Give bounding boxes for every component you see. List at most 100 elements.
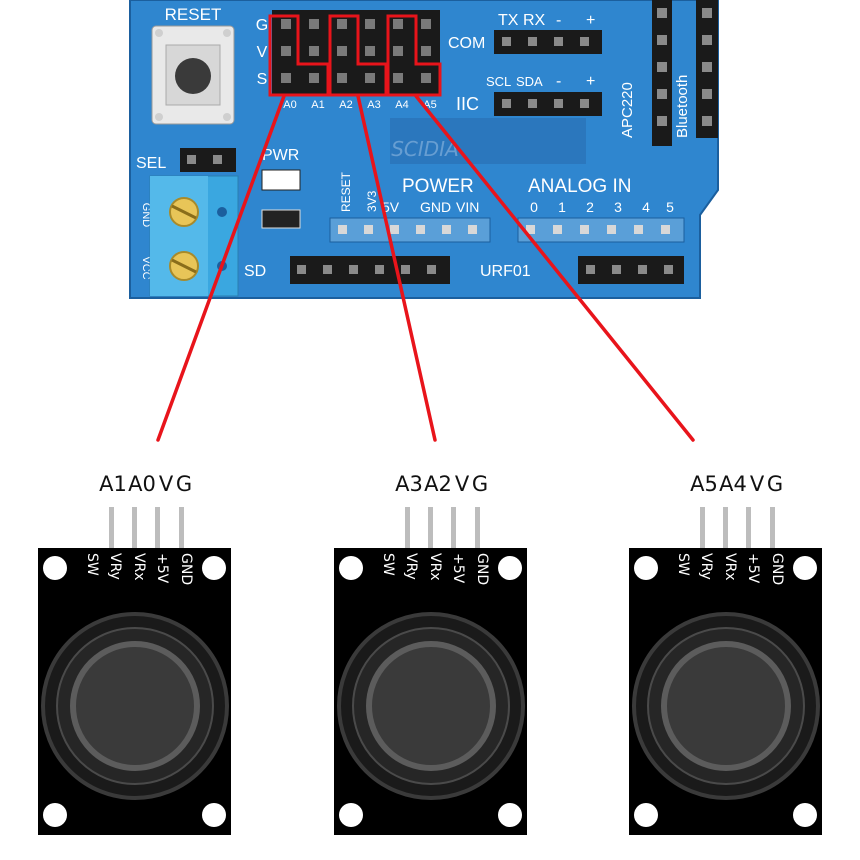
analog-number-1: 1 [558,199,566,215]
mounting-hole [43,556,67,580]
header-pin [657,89,667,99]
pin-label-vry: VRy [107,553,123,580]
reset-button-cap [175,58,211,94]
analog-in-numbers: 0 1 2 3 4 5 [530,199,674,215]
joystick-header-label: V [159,472,174,496]
plus-label-iic: + [586,73,595,90]
joystick-header-label: A5 [690,472,718,496]
analog-number-3: 3 [614,199,622,215]
power-pin-3v3: 3V3 [365,190,379,212]
joystick-thumb-cap [70,641,200,771]
header-pin [393,73,403,83]
power-pin-reset: RESET [339,171,353,212]
header-pin [553,225,562,234]
wire-joystick-1 [156,94,286,442]
apc220-label: APC220 [619,82,636,138]
joystick-header-label: G [767,472,783,496]
header-pin [612,265,621,274]
joystick-module-2: A3 A2 V G SW VRy VRx +5V GND [334,472,527,835]
joystick-module-1: A1 A0 V G SW VRy VRx +5V GND [38,472,231,835]
header-pin [657,116,667,126]
header-pin [337,46,347,56]
pin-highlight-outlines [268,14,442,97]
header-pin [580,37,589,46]
header-pin [338,225,347,234]
header-pin [390,225,399,234]
mounting-hole [202,803,226,827]
header-pin [638,265,647,274]
header-pin [502,99,511,108]
header-pin [309,46,319,56]
pin-label-sw: SW [84,553,100,576]
joystick-header-label: A3 [395,472,423,496]
label-a2: A2 [339,99,352,111]
mounting-hole [793,803,817,827]
pin-label-sw: SW [675,553,691,576]
header-pin [337,19,347,29]
pin-label-vry: VRy [403,553,419,580]
power-pin-5v: 5V [382,199,400,215]
pwr-led [261,169,301,191]
pin-label-vrx: VRx [131,553,147,581]
pin-label-gnd: GND [178,553,194,585]
pin-label-gnd: GND [474,553,490,585]
power-pin-gnd: GND [420,199,451,215]
header-pin [349,265,358,274]
header-pin [664,265,673,274]
pin-label-g: G [256,17,268,34]
pin-label-vrx: VRx [722,553,738,581]
header-pin [502,37,511,46]
logo-text: SCIDIA [391,137,459,161]
resistor [261,209,301,229]
header-pin [187,155,196,164]
mounting-hole [339,556,363,580]
sd-header [290,256,450,284]
header-pin [702,8,712,18]
power-header [329,217,491,243]
label-a4: A4 [395,99,408,111]
analog-number-5: 5 [666,199,674,215]
joystick-module-3: A5 A4 V G SW VRy VRx +5V GND [629,472,822,835]
header-pin [634,225,643,234]
header-pin [528,99,537,108]
header-pin [309,73,319,83]
wire-joystick-2 [356,94,437,442]
header-pin [365,19,375,29]
urf-label: URF01 [480,263,531,280]
header-pin [297,265,306,274]
analog-in-header [517,217,685,243]
logo-plate [390,118,586,164]
header-pin [365,46,375,56]
pin-label-s: S [257,71,268,88]
header-pin [580,225,589,234]
header-pin [281,19,291,29]
header-pin [657,8,667,18]
analog-in-label: ANALOG IN [528,176,631,197]
power-terminal-block: GND VCC [140,175,239,297]
header-pin [702,116,712,126]
header-pin [528,37,537,46]
iic-label: IIC [456,94,479,114]
joystick-thumb-cap [366,641,496,771]
header-pin [323,265,332,274]
pin-label-5v: +5V [450,553,466,584]
pin-label-sw: SW [380,553,396,576]
joystick-header-label: A0 [128,472,156,496]
sda-label: SDA [516,74,543,89]
header-pin [702,62,712,72]
com-label: COM [448,35,485,52]
mounting-hole [634,556,658,580]
header-pin [393,46,403,56]
header-pin [393,19,403,29]
mounting-hole [498,803,522,827]
label-a0: A0 [283,99,296,111]
power-label: POWER [402,176,474,197]
analog-number-2: 2 [586,199,594,215]
header-pin [554,37,563,46]
analog-number-4: 4 [642,199,650,215]
label-a3: A3 [367,99,380,111]
tx-label: TX [498,12,519,29]
header-pin [657,35,667,45]
pin-label-v: V [257,44,268,61]
pin-label-5v: +5V [154,553,170,584]
